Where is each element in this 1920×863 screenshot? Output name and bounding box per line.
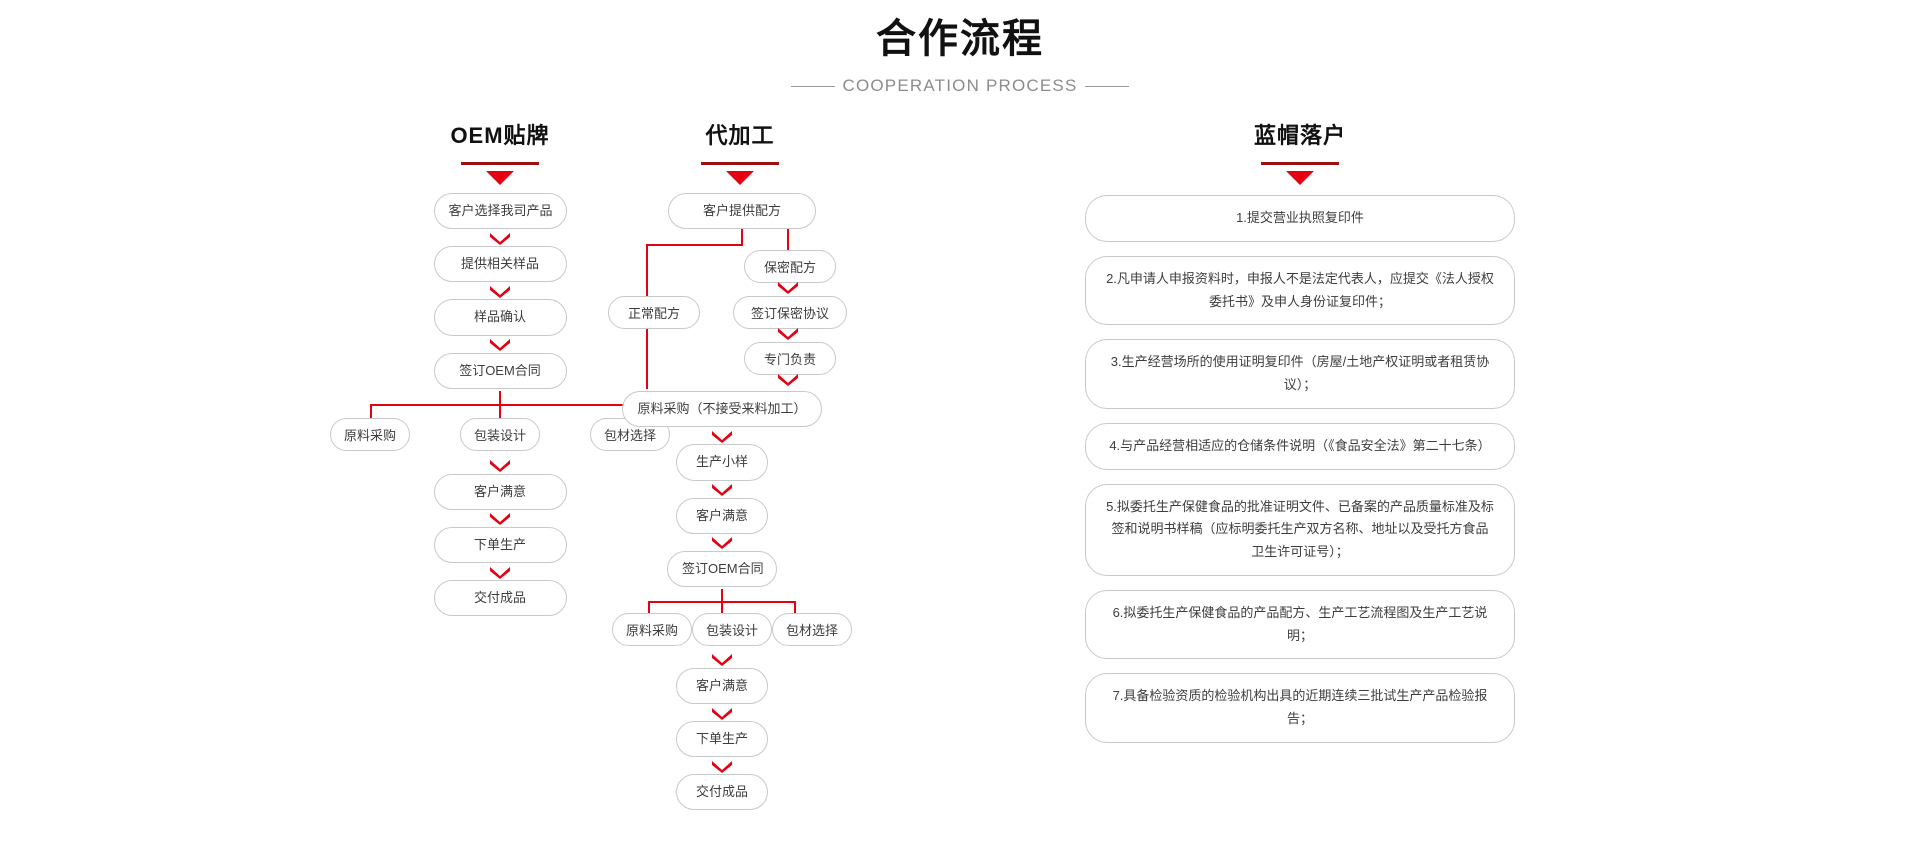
flow-node[interactable]: 交付成品 bbox=[433, 580, 567, 617]
flow-node[interactable]: 交付成品 bbox=[676, 774, 768, 811]
chevron-down-icon bbox=[630, 651, 814, 668]
branch-node[interactable]: 原料采购 bbox=[330, 417, 411, 451]
flow-node[interactable]: 提供相关样品 bbox=[433, 246, 567, 283]
daijiagong-branch-connector: 原料采购 包装设计 包材选择 bbox=[612, 588, 853, 651]
oem-branch-connector: 原料采购 包装设计 包材选择 bbox=[330, 390, 670, 457]
list-item[interactable]: 3.生产经营场所的使用证明复印件（房屋/土地产权证明或者租赁协议）； bbox=[1085, 339, 1515, 409]
column-daijiagong-underline bbox=[701, 162, 779, 166]
branch-node[interactable]: 原料采购 bbox=[612, 612, 693, 646]
flow-node[interactable]: 下单生产 bbox=[433, 526, 567, 564]
list-item[interactable]: 2.凡申请人申报资料时，申报人不是法定代表人，应提交《法人授权委托书》及申人身份… bbox=[1085, 255, 1515, 326]
chevron-down-icon bbox=[330, 457, 670, 474]
down-arrow-icon bbox=[726, 171, 754, 186]
chevron-down-icon bbox=[630, 704, 814, 721]
list-item[interactable]: 5.拟委托生产保健食品的批准证明文件、已备案的产品质量标准及标签和说明书样稿（应… bbox=[1085, 483, 1515, 576]
column-oem: OEM贴牌 客户选择我司产品 提供相关样品 样品确认 签订OEM合同 bbox=[330, 123, 670, 617]
flow-node[interactable]: 客户满意 bbox=[433, 473, 567, 510]
page-subtitle-row: COOPERATION PROCESS bbox=[0, 76, 1920, 96]
flow-node[interactable]: 原料采购（不接受来料加工） bbox=[622, 391, 822, 428]
flow-node[interactable]: 下单生产 bbox=[676, 721, 768, 758]
chevron-down-icon bbox=[777, 372, 799, 391]
branch-node[interactable]: 包装设计 bbox=[692, 612, 773, 646]
page-subtitle: COOPERATION PROCESS bbox=[842, 76, 1078, 95]
chevron-down-icon bbox=[777, 280, 799, 299]
flow-node[interactable]: 保密配方 bbox=[744, 250, 836, 284]
column-lanmao-list: 1.提交营业执照复印件 2.凡申请人申报资料时，申报人不是法定代表人，应提交《法… bbox=[1085, 195, 1515, 743]
chevron-down-icon bbox=[630, 534, 814, 551]
flow-node[interactable]: 客户选择我司产品 bbox=[433, 193, 567, 230]
column-daijiagong-flow: 客户提供配方 保密配方 签订保密协议 bbox=[608, 193, 990, 811]
chevron-down-icon bbox=[330, 229, 670, 246]
subtitle-rule-left bbox=[791, 85, 836, 87]
subtitle-rule-right bbox=[1084, 85, 1129, 87]
flow-node[interactable]: 签订保密协议 bbox=[733, 296, 847, 330]
flow-node[interactable]: 签订OEM合同 bbox=[667, 550, 777, 587]
flow-node[interactable]: 签订OEM合同 bbox=[433, 352, 567, 389]
chevron-down-icon bbox=[630, 427, 814, 444]
flow-node[interactable]: 客户提供配方 bbox=[668, 193, 816, 230]
chevron-down-icon bbox=[777, 326, 799, 345]
down-arrow-icon bbox=[486, 171, 514, 186]
list-item[interactable]: 1.提交营业执照复印件 bbox=[1085, 195, 1515, 242]
down-arrow-icon bbox=[1286, 171, 1314, 186]
column-lanmao: 蓝帽落户 1.提交营业执照复印件 2.凡申请人申报资料时，申报人不是法定代表人，… bbox=[1085, 123, 1515, 743]
flow-node[interactable]: 客户满意 bbox=[676, 667, 768, 705]
branch-node[interactable]: 包装设计 bbox=[459, 417, 540, 451]
column-daijiagong-title: 代加工 bbox=[705, 123, 775, 148]
list-item[interactable]: 4.与产品经营相适应的仓储条件说明（《食品安全法》第二十七条） bbox=[1085, 422, 1515, 470]
daijiagong-split-connector: 保密配方 签订保密协议 专门负责 正常配方 bbox=[608, 229, 990, 413]
flow-node[interactable]: 正常配方 bbox=[608, 296, 700, 330]
chevron-down-icon bbox=[330, 336, 670, 353]
chevron-down-icon bbox=[330, 510, 670, 527]
chevron-down-icon bbox=[630, 757, 814, 774]
column-daijiagong: 代加工 客户提供配方 保密配方 bbox=[608, 123, 990, 811]
branch-node[interactable]: 包材选择 bbox=[772, 612, 853, 646]
column-oem-underline bbox=[461, 162, 539, 166]
page-header: 合作流程 COOPERATION PROCESS bbox=[0, 14, 1920, 96]
column-oem-title: OEM贴牌 bbox=[450, 123, 550, 148]
column-lanmao-underline bbox=[1261, 162, 1339, 166]
flow-node[interactable]: 专门负责 bbox=[744, 342, 836, 376]
column-oem-flow: 客户选择我司产品 提供相关样品 样品确认 签订OEM合同 原料 bbox=[330, 193, 670, 617]
chevron-down-icon bbox=[330, 563, 670, 580]
chevron-down-icon bbox=[330, 282, 670, 299]
column-lanmao-title: 蓝帽落户 bbox=[1253, 123, 1346, 148]
page-title: 合作流程 bbox=[876, 17, 1044, 61]
flow-node[interactable]: 客户满意 bbox=[676, 497, 768, 534]
chevron-down-icon bbox=[630, 481, 814, 498]
flow-node[interactable]: 样品确认 bbox=[433, 299, 567, 336]
list-item[interactable]: 6.拟委托生产保健食品的产品配方、生产工艺流程图及生产工艺说明； bbox=[1085, 589, 1515, 660]
list-item[interactable]: 7.具备检验资质的检验机构出具的近期连续三批试生产产品检验报告； bbox=[1085, 673, 1515, 743]
flow-node[interactable]: 生产小样 bbox=[676, 444, 768, 481]
